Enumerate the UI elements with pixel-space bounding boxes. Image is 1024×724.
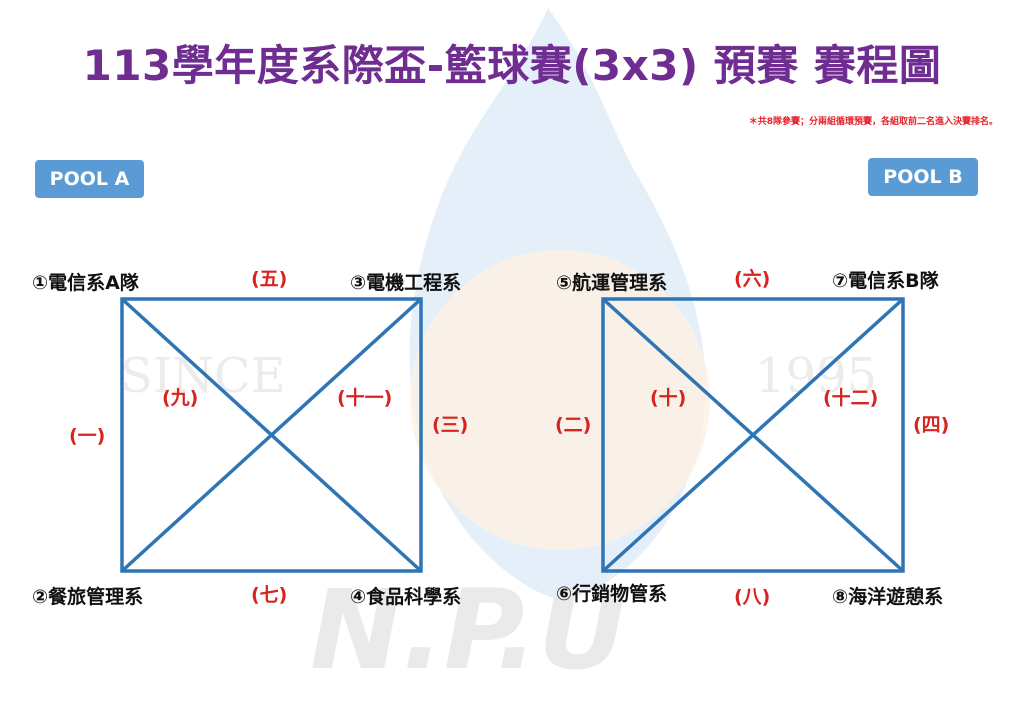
game-label-1: (一) bbox=[69, 425, 106, 447]
team-8: ⑧海洋遊憩系 bbox=[832, 586, 944, 608]
rules-note: ＊共8隊參賽；分兩組循環預賽，各組取前二名進入決賽排名。 bbox=[748, 117, 998, 127]
game-label-6: (六) bbox=[734, 268, 771, 290]
pool-b-diagonal-2 bbox=[601, 297, 905, 573]
team-1: ①電信系A隊 bbox=[32, 272, 139, 294]
team-2: ②餐旅管理系 bbox=[32, 586, 144, 608]
team-7: ⑦電信系B隊 bbox=[832, 270, 939, 292]
game-label-7: (七) bbox=[251, 584, 288, 606]
game-label-4: (四) bbox=[913, 414, 950, 436]
pool-a-badge: POOL A bbox=[35, 160, 144, 198]
game-label-8: (八) bbox=[734, 586, 771, 608]
team-4: ④食品科學系 bbox=[350, 586, 462, 608]
game-label-3: (三) bbox=[432, 414, 469, 436]
game-label-10: (十) bbox=[650, 387, 687, 409]
game-label-11: (十一) bbox=[337, 387, 393, 409]
page-title: 113學年度系際盃-籃球賽(3x3) 預賽 賽程圖 bbox=[82, 41, 942, 90]
team-3: ③電機工程系 bbox=[350, 272, 462, 294]
watermark-bottom-text: N.P.U bbox=[310, 566, 627, 694]
game-label-5: (五) bbox=[251, 268, 288, 290]
pool-b-square bbox=[601, 297, 905, 573]
watermark: SINCE 1995 N.P.U bbox=[120, 8, 877, 694]
pool-a-square bbox=[120, 297, 423, 573]
pool-a-diagonal-2 bbox=[120, 297, 423, 573]
pool-b-lines bbox=[601, 297, 905, 573]
game-label-9: (九) bbox=[162, 387, 199, 409]
pool-b-badge: POOL B bbox=[868, 158, 978, 196]
team-6: ⑥行銷物管系 bbox=[556, 583, 668, 605]
game-label-12: (十二) bbox=[823, 387, 879, 409]
game-label-2: (二) bbox=[555, 414, 592, 436]
watermark-left-text: SINCE bbox=[120, 348, 286, 404]
pool-a-lines bbox=[120, 297, 423, 573]
team-5: ⑤航運管理系 bbox=[556, 272, 668, 294]
